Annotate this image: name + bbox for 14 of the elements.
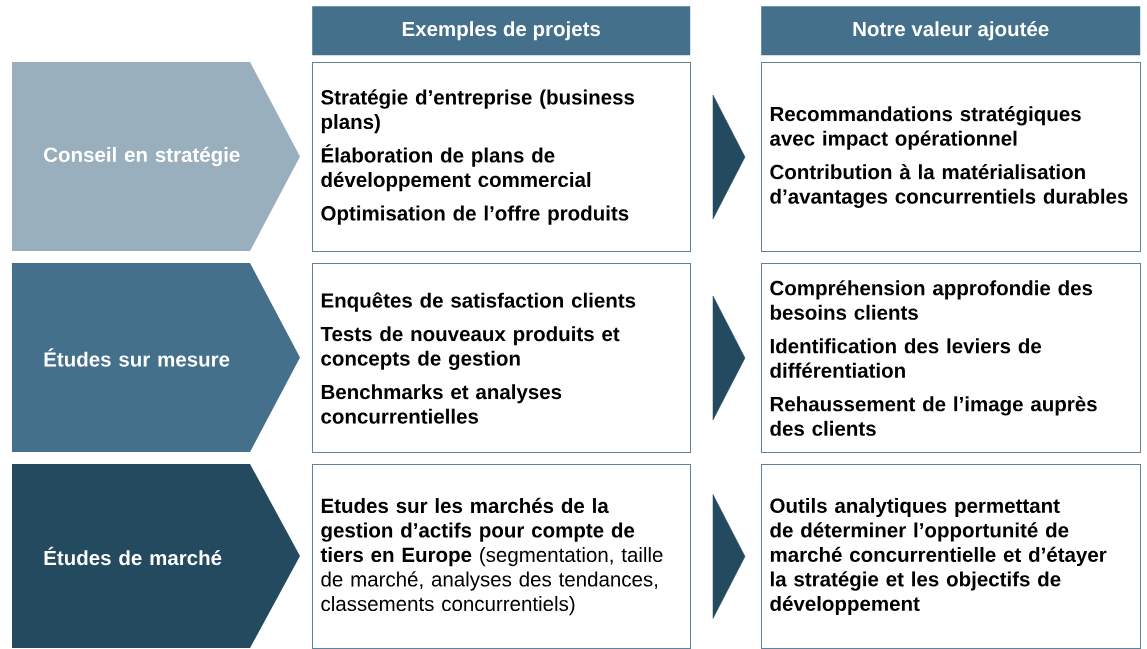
arrow — [712, 494, 746, 619]
text-box: Etudes sur les marchés de la gestion d’actifs pour compte de tiers en Europe (segmentation, taille de marché, analyses des tendances, classements concurrentiels) — [312, 464, 691, 649]
category-banner: Études de marché — [12, 464, 300, 648]
category-banner: Études sur mesure — [12, 263, 300, 452]
text-box: Enquêtes de satisfaction clients Tests de nouveaux produits et concepts de gestion Benchmarks et analyses concurrentielles — [312, 263, 691, 453]
column-header: Exemples de projets — [312, 6, 691, 56]
text-box: Stratégie d’entreprise (business plans) Élaboration de plans de développement commercial Optimisation de l’offre produits — [312, 62, 691, 252]
text-box: Outils analytiques permettant de déterminer l’opportunité de marché concurrentielle et d’étayer la stratégie et les objectifs de développement — [761, 464, 1141, 649]
text-box: Compréhension approfondie des besoins clients Identification des leviers de différentiation Rehaussement de l’image auprès des clients — [761, 263, 1141, 453]
arrow — [712, 295, 746, 421]
category-banner: Conseil en stratégie — [12, 62, 300, 251]
text-box: Recommandations stratégiques avec impact opérationnel Contribution à la matérialisation d’avantages concurrentiels durables — [761, 62, 1141, 252]
arrow — [712, 94, 746, 220]
column-header: Notre valeur ajoutée — [761, 6, 1141, 56]
